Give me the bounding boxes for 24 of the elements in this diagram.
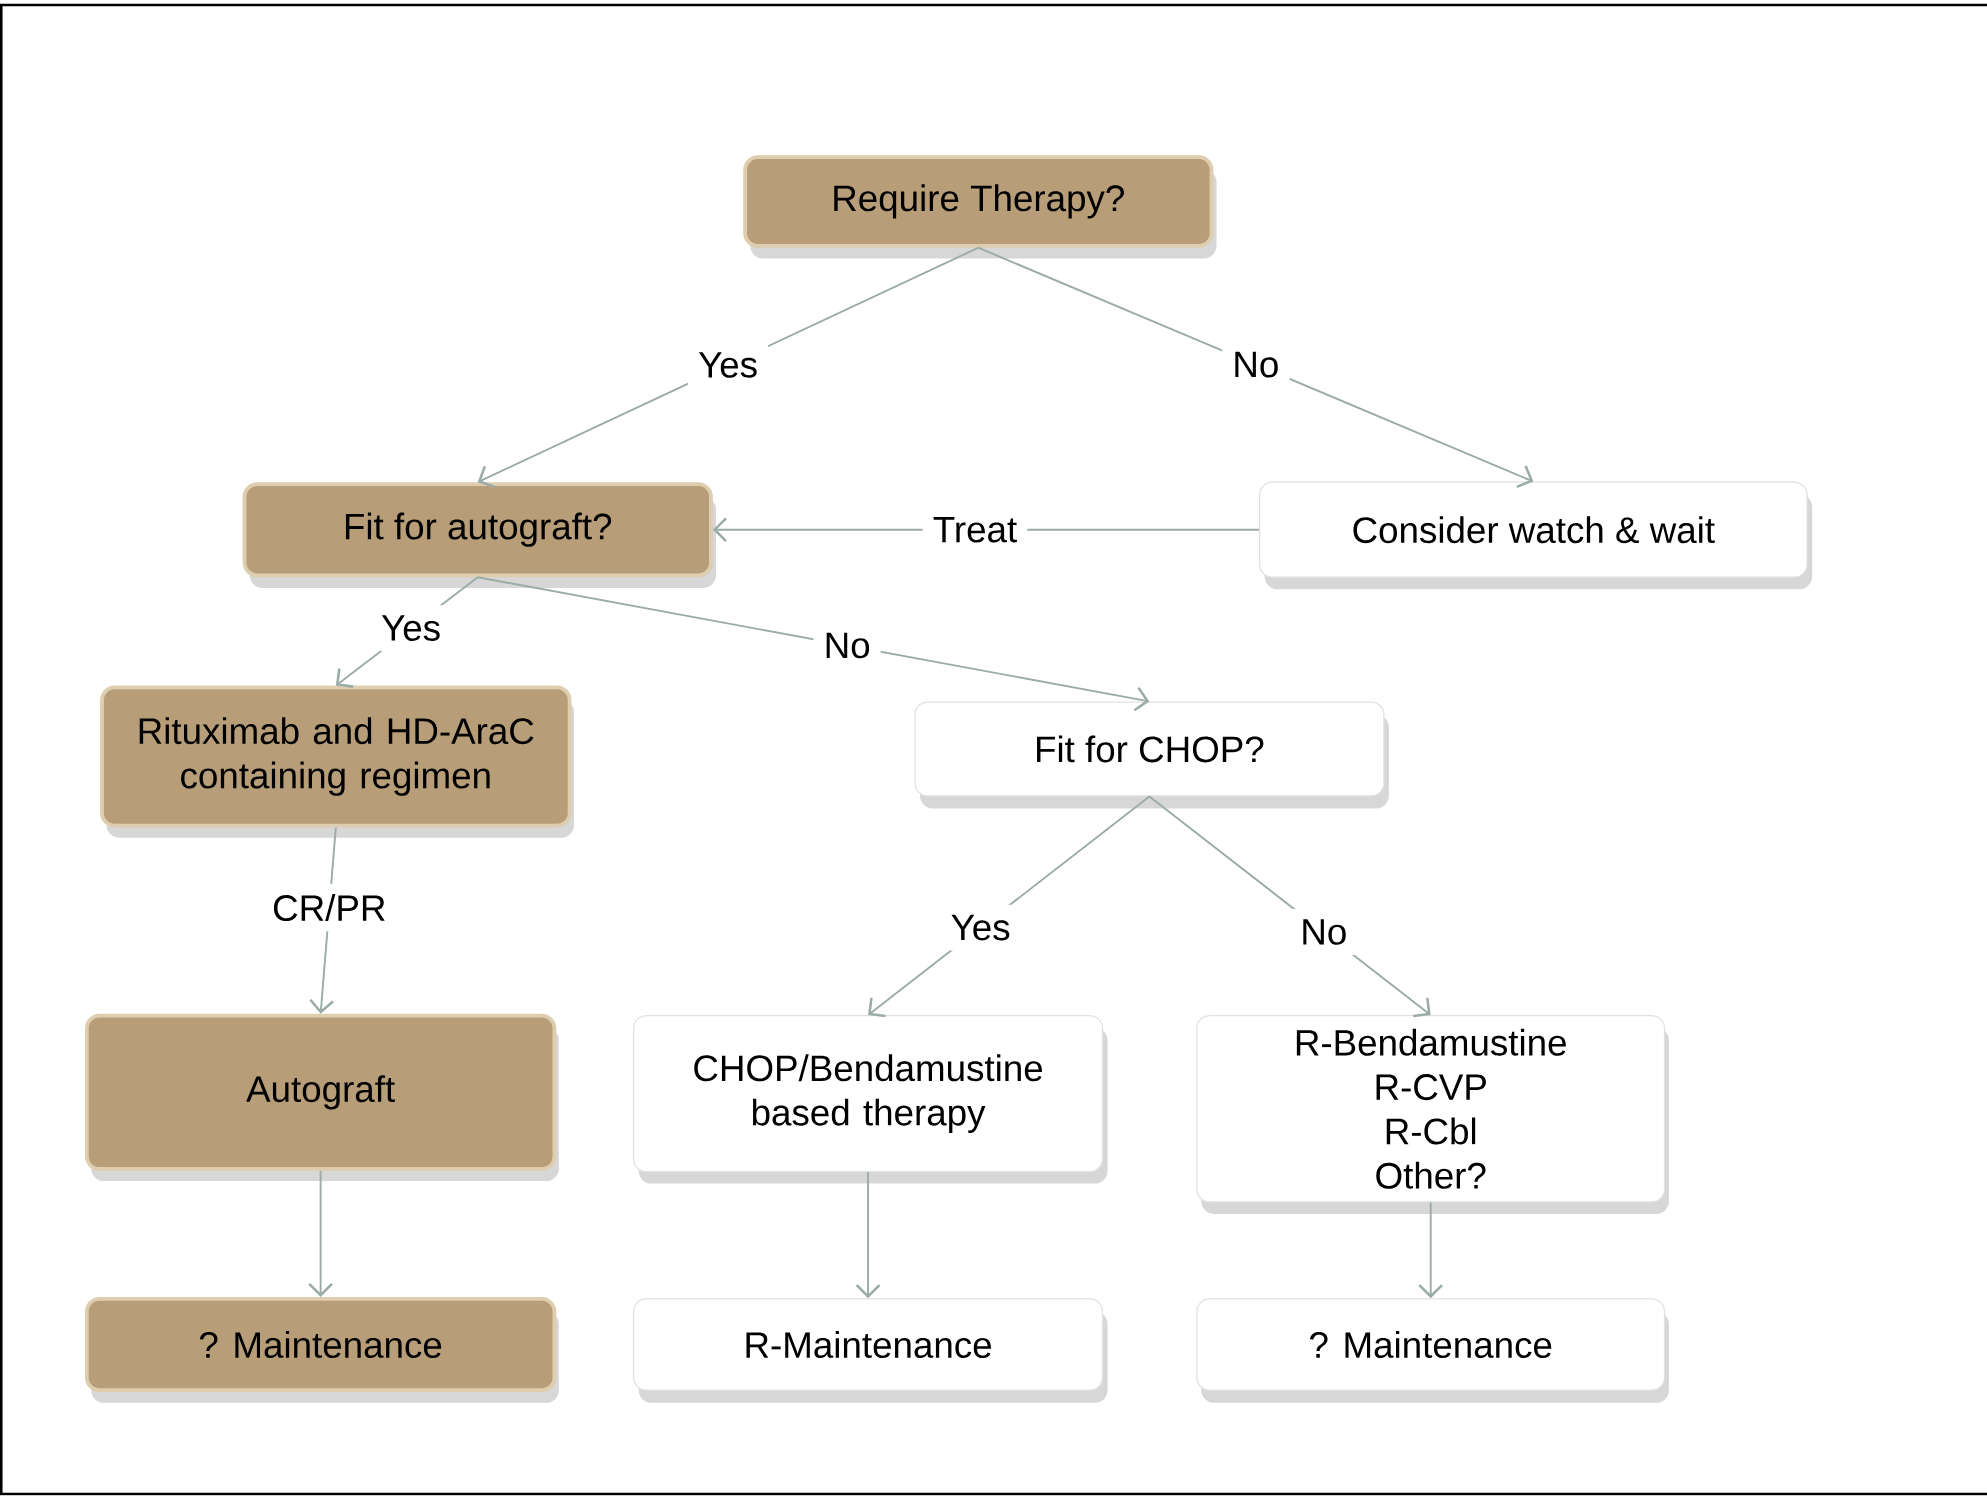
edge-label: Yes — [370, 605, 452, 652]
edge-label: Treat — [922, 506, 1028, 553]
process-box: R-Maintenance — [633, 1298, 1108, 1403]
edge-label: No — [813, 622, 881, 669]
arrow — [855, 1171, 881, 1299]
edge-label: Yes — [940, 904, 1021, 951]
arrow — [977, 246, 1534, 489]
edge-label: No — [1290, 909, 1358, 955]
decision-box: Require Therapy? — [743, 155, 1217, 259]
decision-box: ? Maintenance — [84, 1297, 559, 1403]
edge-label: CR/PR — [261, 884, 397, 932]
decision-box: Fit for autograft? — [242, 482, 716, 589]
edge-label: Yes — [687, 342, 769, 388]
arrow — [1418, 1201, 1443, 1299]
decision-box: Autograft — [84, 1013, 559, 1182]
process-box: R-Bendamustine R-CVP R-Cbl Other? — [1196, 1015, 1669, 1215]
arrow — [476, 576, 1150, 712]
process-box: ? Maintenance — [1196, 1298, 1669, 1403]
arrow — [308, 1170, 333, 1298]
decision-box: Rituximab and HD-AraC containing regimen — [100, 685, 575, 838]
edge-label: No — [1222, 341, 1290, 388]
process-box: Consider watch & wait — [1259, 481, 1813, 590]
process-box: CHOP/Bendamustine based therapy — [633, 1015, 1108, 1184]
process-box: Fit for CHOP? — [914, 701, 1389, 809]
